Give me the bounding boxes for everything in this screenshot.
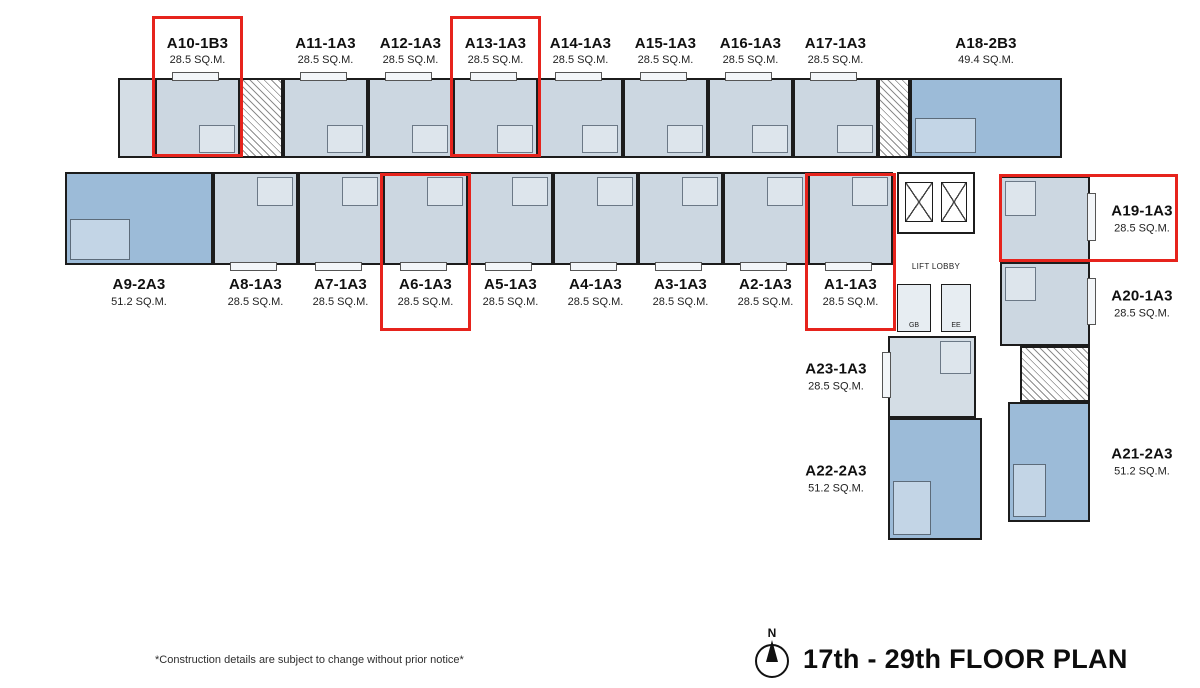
unit-size: 51.2 SQ.M.: [1114, 465, 1170, 477]
service-shaft-gb: GB: [897, 284, 931, 332]
unit-a18: A18-2B3 49.4 SQ.M.: [910, 35, 1062, 158]
unit-a20: A20-1A3 28.5 SQ.M.: [1000, 262, 1173, 346]
highlight-box-a6: [380, 173, 471, 331]
unit-name: A8-1A3: [229, 276, 282, 293]
unit-name: A4-1A3: [569, 276, 622, 293]
lift-lobby-label: LIFT LOBBY: [911, 262, 961, 271]
unit-a7: A7-1A3 28.5 SQ.M.: [298, 172, 383, 308]
unit-a9: A9-2A3 51.2 SQ.M.: [65, 172, 213, 308]
unit-a3: A3-1A3 28.5 SQ.M.: [638, 172, 723, 308]
lift-core: [897, 172, 975, 234]
unit-a12: A12-1A3 28.5 SQ.M.: [368, 35, 453, 158]
compass-needle-tail-icon: [767, 662, 777, 676]
unit-a1: A1-1A3 28.5 SQ.M.: [805, 172, 896, 331]
unit-size: 28.5 SQ.M.: [807, 54, 864, 67]
unit-a14: A14-1A3 28.5 SQ.M.: [538, 35, 623, 158]
unit-size: 28.5 SQ.M.: [227, 295, 284, 308]
unit-name: A18-2B3: [955, 34, 1017, 52]
unit-name: A21-2A3: [1111, 445, 1173, 463]
lift-shaft-icon: [905, 182, 933, 222]
unit-size: 28.5 SQ.M.: [652, 295, 709, 308]
compass-needle-icon: [766, 640, 778, 662]
unit-a4: A4-1A3 28.5 SQ.M.: [553, 172, 638, 308]
unit-a8: A8-1A3 28.5 SQ.M.: [213, 172, 298, 308]
unit-name: A11-1A3: [295, 34, 356, 52]
unit-a2: A2-1A3 28.5 SQ.M.: [723, 172, 808, 308]
unit-size: 49.4 SQ.M.: [958, 54, 1014, 67]
unit-name: A3-1A3: [654, 276, 707, 293]
unit-a15: A15-1A3 28.5 SQ.M.: [623, 35, 708, 158]
unit-size: 28.5 SQ.M.: [297, 54, 354, 67]
unit-a22: A22-2A3 51.2 SQ.M.: [805, 418, 982, 540]
unit-name: A22-2A3: [805, 462, 867, 480]
unit-label-a15: A15-1A3 28.5 SQ.M.: [608, 35, 724, 69]
highlight-box-a19: [999, 174, 1178, 262]
unit-name: A16-1A3: [719, 34, 782, 52]
stairwell-top-left: [240, 78, 283, 158]
unit-a6: A6-1A3 28.5 SQ.M.: [380, 172, 471, 331]
unit-label-a4: A4-1A3 28.5 SQ.M.: [538, 276, 654, 310]
highlight-box-a10: [152, 16, 243, 157]
unit-label-a22: A22-2A3 51.2 SQ.M.: [790, 462, 882, 496]
unit-label-a8: A8-1A3 28.5 SQ.M.: [198, 276, 314, 310]
service-room: [118, 78, 155, 158]
service-shaft-ee: EE: [941, 284, 971, 332]
unit-size: 51.2 SQ.M.: [111, 295, 167, 308]
highlight-box-a13: [450, 16, 541, 157]
unit-size: 28.5 SQ.M.: [808, 380, 864, 392]
unit-label-a23: A23-1A3 28.5 SQ.M.: [790, 360, 882, 394]
unit-size: 28.5 SQ.M.: [1114, 307, 1170, 319]
unit-a17: A17-1A3 28.5 SQ.M.: [793, 35, 878, 158]
unit-a19: A19-1A3 28.5 SQ.M.: [999, 174, 1178, 262]
unit-a5: A5-1A3 28.5 SQ.M.: [468, 172, 553, 308]
unit-label-a9: A9-2A3 51.2 SQ.M.: [81, 276, 197, 310]
page-title: 17th - 29th FLOOR PLAN: [803, 644, 1128, 674]
unit-a13: A13-1A3 28.5 SQ.M.: [450, 16, 541, 158]
unit-name: A15-1A3: [634, 34, 697, 52]
unit-label-a21: A21-2A3 51.2 SQ.M.: [1096, 445, 1188, 479]
unit-name: A17-1A3: [804, 34, 867, 52]
unit-label-a11: A11-1A3 28.5 SQ.M.: [268, 35, 384, 69]
unit-name: A20-1A3: [1111, 287, 1173, 305]
highlight-box-a1: [805, 173, 896, 331]
unit-label-a18: A18-2B3 49.4 SQ.M.: [928, 35, 1044, 69]
unit-a21: A21-2A3 51.2 SQ.M.: [1008, 402, 1173, 522]
unit-size: 28.5 SQ.M.: [567, 295, 624, 308]
unit-size: 28.5 SQ.M.: [637, 54, 694, 67]
unit-label-a3: A3-1A3 28.5 SQ.M.: [623, 276, 739, 310]
unit-a23: A23-1A3 28.5 SQ.M.: [805, 336, 976, 418]
stairwell-wing: [1020, 346, 1090, 402]
unit-size: 28.5 SQ.M.: [722, 54, 779, 67]
unit-label-a17: A17-1A3 28.5 SQ.M.: [778, 35, 894, 69]
stairwell-top-right: [878, 78, 910, 158]
unit-name: A9-2A3: [112, 276, 166, 293]
lift-shaft-icon: [941, 182, 967, 222]
unit-a11: A11-1A3 28.5 SQ.M.: [283, 35, 368, 158]
unit-a16: A16-1A3 28.5 SQ.M.: [708, 35, 793, 158]
unit-label-a20: A20-1A3 28.5 SQ.M.: [1096, 287, 1188, 321]
compass-north-label: N: [767, 626, 777, 640]
unit-name: A23-1A3: [805, 360, 867, 378]
construction-disclaimer: *Construction details are subject to cha…: [155, 654, 464, 666]
unit-label-a16: A16-1A3 28.5 SQ.M.: [693, 35, 809, 69]
unit-size: 51.2 SQ.M.: [808, 482, 864, 494]
compass: N: [752, 626, 792, 686]
unit-a10: A10-1B3 28.5 SQ.M.: [152, 16, 243, 158]
